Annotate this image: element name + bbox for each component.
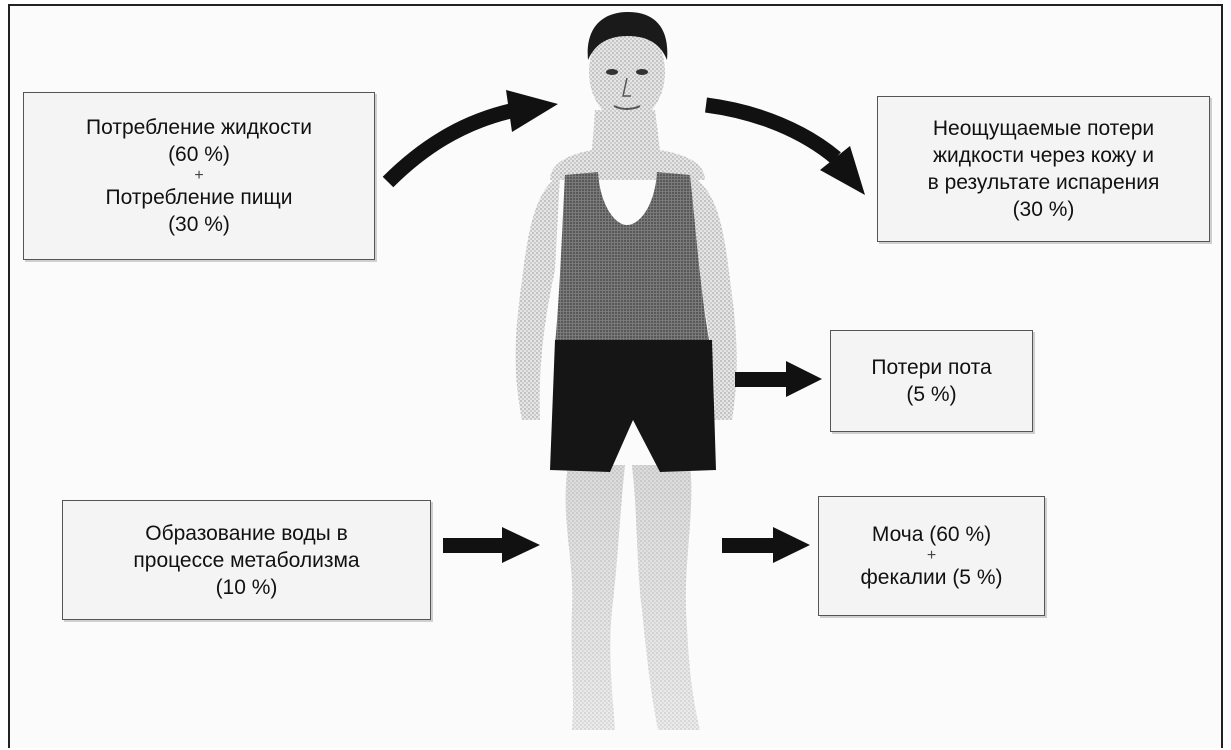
urine-label: Моча (60 %) xyxy=(872,521,991,548)
excretion-box: Моча (60 %) + фекалии (5 %) xyxy=(818,496,1045,616)
excretion-plus-sign: + xyxy=(927,548,936,564)
insensible-line-3: в результате испарения xyxy=(928,169,1160,196)
insensible-loss-box: Неощущаемые потери жидкости через кожу и… xyxy=(877,96,1210,242)
sweat-loss-arrow xyxy=(735,361,822,397)
insensible-line-2: жидкости через кожу и xyxy=(933,142,1154,169)
metabolism-box: Образование воды в процессе метаболизма … xyxy=(62,500,431,620)
intake-box: Потребление жидкости (60 %) + Потреблени… xyxy=(23,92,375,260)
metabolism-percent: (10 %) xyxy=(216,574,278,601)
sweat-label: Потери пота xyxy=(871,354,991,381)
intake-arrow xyxy=(388,90,558,182)
intake-plus-sign: + xyxy=(194,168,203,184)
metabolism-arrow xyxy=(443,527,540,563)
intake-fluid-percent: (60 %) xyxy=(168,141,230,168)
sweat-loss-box: Потери пота (5 %) xyxy=(830,330,1033,432)
metabolism-line-1: Образование воды в xyxy=(145,520,347,547)
insensible-loss-arrow xyxy=(706,105,865,195)
intake-fluid-label: Потребление жидкости xyxy=(86,114,312,141)
metabolism-line-2: процессе метаболизма xyxy=(133,547,359,574)
intake-food-percent: (30 %) xyxy=(168,211,230,238)
feces-label: фекалии (5 %) xyxy=(860,564,1002,591)
insensible-line-1: Неощущаемые потери xyxy=(933,115,1154,142)
excretion-arrow xyxy=(722,527,810,563)
intake-food-label: Потребление пищи xyxy=(105,184,292,211)
insensible-percent: (30 %) xyxy=(1013,196,1075,223)
sweat-percent: (5 %) xyxy=(906,381,956,408)
